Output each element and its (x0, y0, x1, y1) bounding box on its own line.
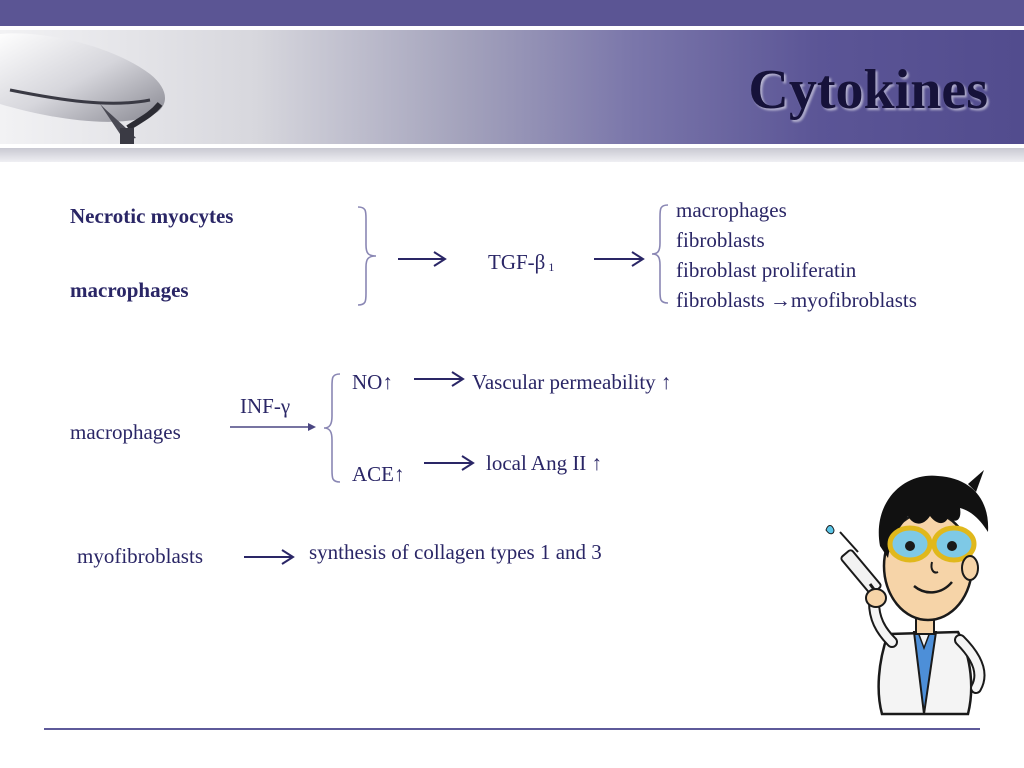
tgf-beta-subscript: 1 (548, 260, 555, 274)
ace-increase-label: ACE↑ (352, 462, 405, 486)
necrotic-myocytes-label: Necrotic myocytes (70, 204, 234, 228)
inf-arrow-icon (230, 423, 316, 431)
opening-brace-icon (651, 204, 669, 304)
iv-drip-bag-graphic (0, 33, 165, 144)
arrow-right-icon (594, 251, 645, 267)
myofibroblasts-label: myofibroblasts (77, 544, 203, 568)
banner-divider (0, 144, 1024, 148)
arrow-right-icon (244, 549, 295, 565)
arrow-right-icon (424, 455, 475, 471)
target-myofibroblasts: fibroblasts →myofibroblasts (676, 288, 917, 312)
scientist-with-syringe-graphic (825, 470, 989, 716)
no-increase-label: NO↑ (352, 370, 393, 394)
top-bar (0, 0, 1024, 26)
footer-rule (44, 728, 980, 730)
target-fibroblasts: fibroblasts (676, 228, 765, 252)
tgf-beta-text: TGF-β (488, 250, 546, 274)
arrow-right-icon (398, 251, 447, 267)
local-ang-ii-label: local Ang II ↑ (486, 451, 603, 475)
macrophages-inf-source: macrophages (70, 420, 181, 444)
macrophages-source-label: macrophages (70, 278, 189, 302)
top-bar-divider (0, 26, 1024, 30)
banner-shadow-strip (0, 148, 1024, 162)
slide-title: Cytokines (748, 59, 988, 121)
target-macrophages: macrophages (676, 198, 787, 222)
opening-brace-icon (323, 373, 341, 483)
title-banner (0, 30, 1024, 144)
arrow-right-icon (414, 371, 465, 387)
closing-brace-icon (357, 206, 377, 306)
collagen-synthesis-label: synthesis of collagen types 1 and 3 (309, 540, 602, 564)
vascular-permeability-label: Vascular permeability ↑ (472, 370, 672, 394)
inf-gamma-label: INF-γ (240, 394, 291, 418)
target-fibroblast-proliferation: fibroblast proliferatin (676, 258, 857, 282)
